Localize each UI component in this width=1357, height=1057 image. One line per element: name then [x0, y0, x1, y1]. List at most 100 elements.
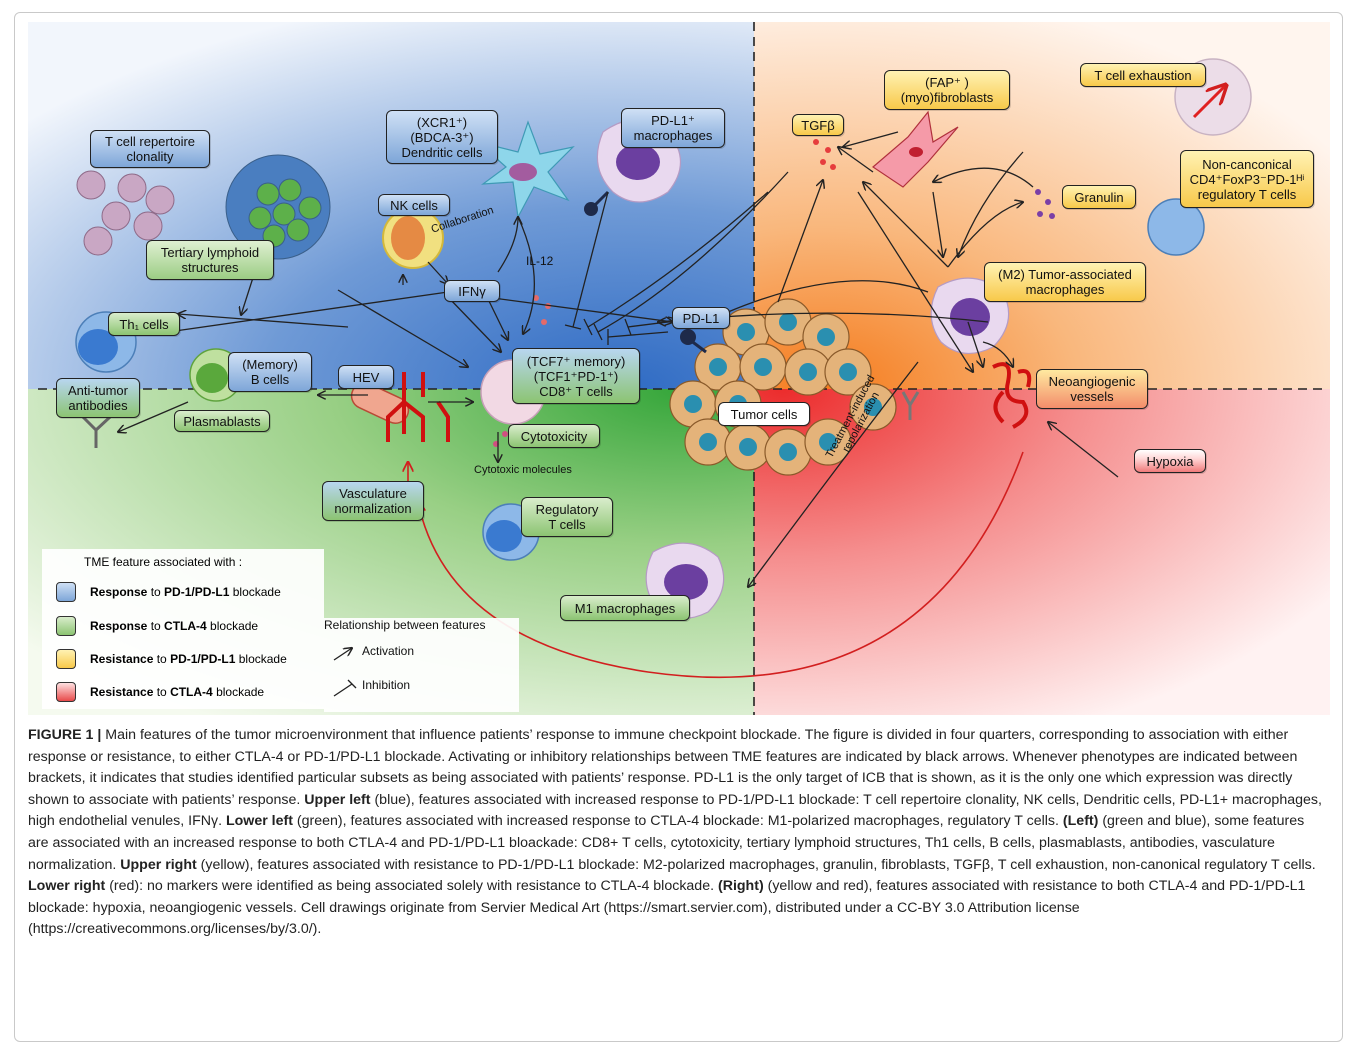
tgfb-dots — [813, 139, 836, 170]
box-line: (TCF1⁺PD-1⁺) — [533, 368, 619, 384]
legend-bold: Resistance — [90, 652, 154, 666]
box-line: (M2) Tumor-associated — [998, 267, 1132, 282]
box-line: Tumor cells — [730, 406, 798, 422]
legend-text: blockade — [229, 585, 281, 599]
legend-row-response-pd1: Response to PD-1/PD-L1 blockade — [56, 581, 281, 603]
ifng-box: IFNγ — [444, 280, 500, 302]
cytotoxicity-box: Cytotoxicity — [508, 424, 600, 448]
caption-upper-right-label: Upper right — [120, 856, 197, 873]
box-line: Granulin — [1074, 189, 1124, 205]
caption-figure-label: FIGURE 1 | — [28, 727, 102, 743]
legend-text: blockade — [212, 685, 265, 699]
caption-intro: Main features of the tumor microenvironm… — [28, 727, 1298, 808]
box-line: macrophages — [633, 128, 713, 143]
box-line: (XCR1⁺) — [416, 114, 468, 130]
legend-text: to — [147, 585, 165, 599]
t-cell-repertoire-cells — [76, 170, 175, 256]
box-line: antibodies — [68, 398, 128, 413]
pdl1-macrophages-box: PD-L1⁺ macrophages — [621, 108, 725, 148]
box-line: TGFβ — [801, 117, 835, 133]
relationship-title: Relationship between features — [324, 618, 486, 632]
nk-cells-box: NK cells — [378, 194, 450, 216]
fibroblast — [872, 110, 959, 188]
activation-arrows — [118, 131, 1119, 587]
legend-bold: CTLA-4 — [170, 685, 213, 699]
non-canonical-treg-box: Non-canconical CD4⁺FoxP3⁻PD-1ᴴⁱ regulato… — [1180, 150, 1314, 208]
diagram: T cell repertoire clonality (XCR1⁺) (BDC… — [28, 22, 1330, 715]
dendritic-cells-box: (XCR1⁺) (BDCA-3⁺) Dendritic cells — [386, 110, 498, 164]
box-line: Hypoxia — [1146, 453, 1194, 469]
legend-text: blockade — [235, 652, 287, 666]
legend-row-resistance-ctla4: Resistance to CTLA-4 blockade — [56, 681, 264, 703]
legend-text: to — [147, 619, 165, 633]
box-line: (Memory) — [242, 357, 298, 372]
th1-cells-box: Th₁ cells — [108, 312, 180, 336]
box-line: NK cells — [390, 197, 438, 213]
legend-bold: CTLA-4 — [164, 619, 207, 633]
box-line: (myo)fibroblasts — [900, 90, 994, 105]
tumor-nuclei — [684, 313, 882, 461]
box-line: Th₁ cells — [119, 316, 169, 332]
caption-left-label: (Left) — [1062, 813, 1099, 830]
legend-text: blockade — [206, 619, 259, 633]
figure-caption: FIGURE 1 | Main features of the tumor mi… — [28, 725, 1328, 941]
caption-left-text: (green and blue), some features are asso… — [28, 813, 1305, 873]
anti-tumor-antibodies-box: Anti-tumor antibodies — [56, 378, 140, 418]
cytotoxic-molecules-label: Cytotoxic molecules — [474, 464, 572, 476]
box-line: regulatory T cells — [1197, 186, 1297, 202]
box-line: (TCF7⁺ memory) — [526, 353, 626, 369]
legend-bold: PD-1/PD-L1 — [170, 652, 236, 666]
box-line: vessels — [1070, 389, 1114, 404]
il12-label: IL-12 — [526, 254, 554, 268]
box-line: Regulatory — [535, 502, 599, 517]
box-line: T cells — [548, 517, 586, 532]
caption-lower-left-text: (green), features associated with increa… — [292, 813, 1063, 830]
pdl1-ligand — [680, 329, 707, 354]
box-line: (FAP⁺ ) — [925, 75, 969, 90]
tgfb-box: TGFβ — [792, 114, 844, 136]
legend-bold: Response — [90, 585, 148, 599]
box-line: Tertiary lymphoid — [160, 245, 260, 260]
legend-title: TME feature associated with : — [84, 555, 243, 569]
granulin-dots — [1035, 189, 1055, 219]
activation-label: Activation — [362, 644, 415, 658]
box-line: CD4⁺FoxP3⁻PD-1ᴴⁱ — [1189, 171, 1305, 187]
memory-b-cells-box: (Memory) B cells — [228, 352, 312, 392]
hev-vessel — [350, 372, 450, 442]
caption-upper-left-label: Upper left — [304, 791, 371, 808]
t-cell-repertoire-box: T cell repertoire clonality — [90, 130, 210, 168]
tertiary-lymphoid-box: Tertiary lymphoid structures — [146, 240, 274, 280]
legend-row-resistance-pd1: Resistance to PD-1/PD-L1 blockade — [56, 648, 287, 670]
box-line: CD8⁺ T cells — [539, 383, 613, 399]
relationship-legend-glyphs — [333, 640, 357, 697]
box-line: PD-L1 — [682, 310, 720, 326]
legend-row-response-ctla4: Response to CTLA-4 blockade — [56, 615, 258, 637]
caption-lower-left-label: Lower left — [225, 813, 293, 830]
m2-macrophages-box: (M2) Tumor-associated macrophages — [984, 262, 1146, 302]
plasmablasts-box: Plasmablasts — [174, 410, 270, 432]
tertiary-lymphoid-cluster — [225, 154, 331, 260]
granulin-box: Granulin — [1062, 185, 1136, 209]
antibody-right — [901, 391, 920, 420]
caption-upper-right-text: (yellow), features associated with resis… — [196, 856, 1316, 873]
caption-lower-right-label: Lower right — [28, 878, 106, 895]
caption-upper-left-text: (blue), features associated with increas… — [28, 791, 1322, 830]
box-line: Dendritic cells — [401, 144, 483, 160]
caption-lower-right-text: (red): no markers were identified as bei… — [105, 878, 718, 895]
box-line: Cytotoxicity — [520, 428, 588, 444]
non-canonical-treg-cell — [1147, 198, 1205, 256]
pdl1-box: PD-L1 — [672, 307, 730, 329]
legend-bold: Response — [90, 619, 148, 633]
box-line: Neoangiogenic — [1048, 374, 1136, 389]
dendritic-cell — [477, 120, 575, 219]
feature-legend: TME feature associated with : Response t… — [42, 549, 324, 709]
box-line: Plasmablasts — [183, 413, 261, 429]
legend-swatch-green — [56, 616, 76, 636]
box-line: (BDCA-3⁺) — [410, 129, 474, 145]
legend-text: to — [153, 652, 171, 666]
box-line: IFNγ — [458, 283, 486, 299]
legend-swatch-yellow — [56, 649, 76, 669]
box-line: B cells — [250, 372, 290, 387]
box-line: T cell repertoire — [104, 134, 196, 149]
caption-right-text: (yellow and red), features associated wi… — [28, 878, 1306, 938]
